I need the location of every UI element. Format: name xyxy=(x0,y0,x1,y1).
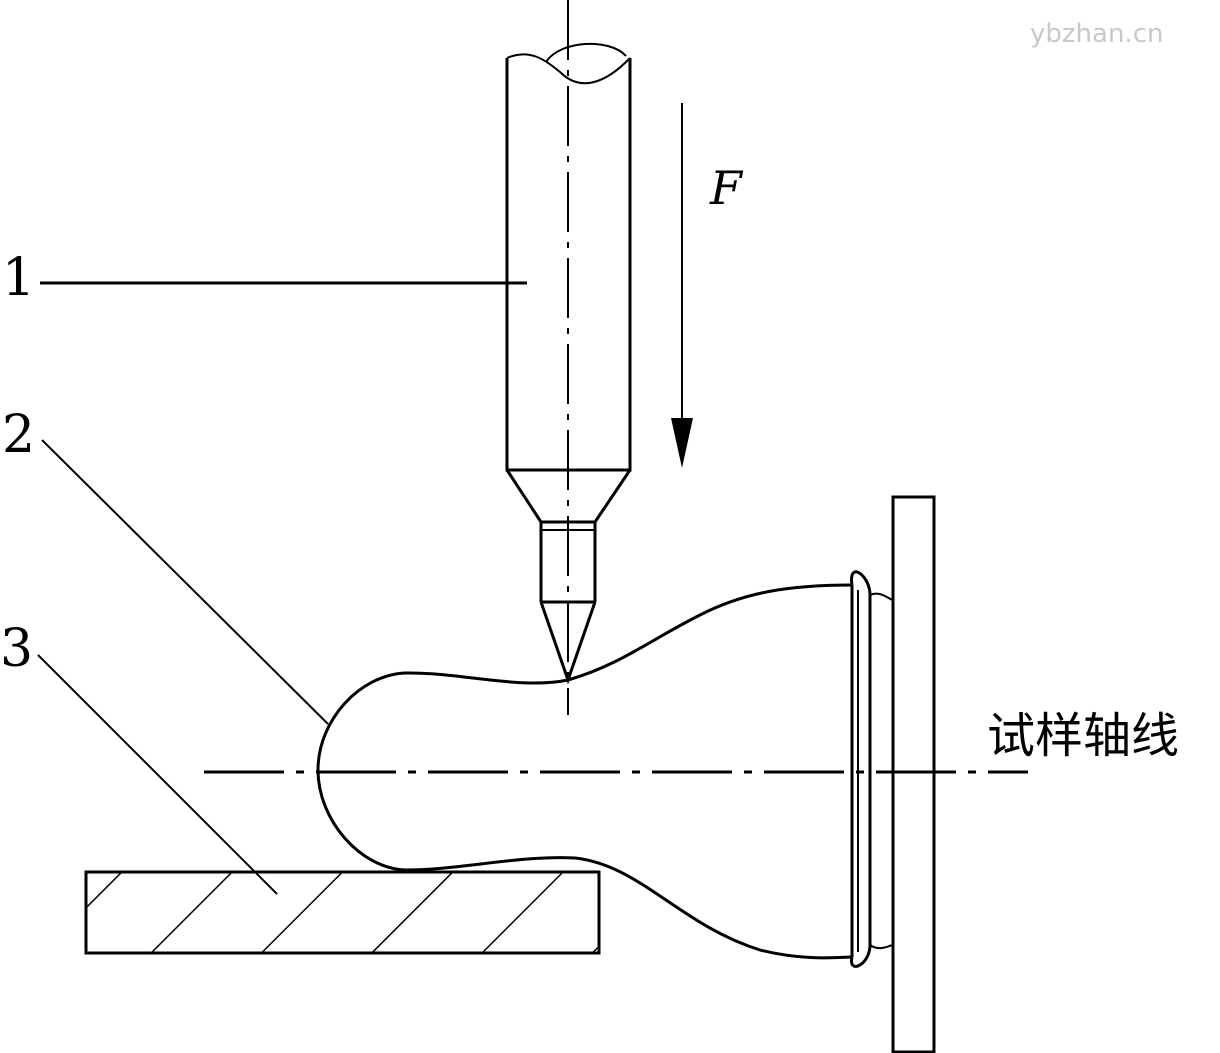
part-label-3: 3 xyxy=(0,619,33,679)
part-label-2: 2 xyxy=(2,405,35,465)
force-arrow xyxy=(671,103,693,468)
specimen-axis-label: 试样轴线 xyxy=(987,708,1179,764)
end-plate xyxy=(891,495,936,1053)
watermark-text: ybzhan.cn xyxy=(1030,19,1163,49)
support-block xyxy=(84,870,601,955)
part-label-1: 1 xyxy=(2,248,35,308)
leader-line-3 xyxy=(37,654,278,895)
force-label: F xyxy=(709,161,744,215)
leader-line-2 xyxy=(41,439,329,725)
